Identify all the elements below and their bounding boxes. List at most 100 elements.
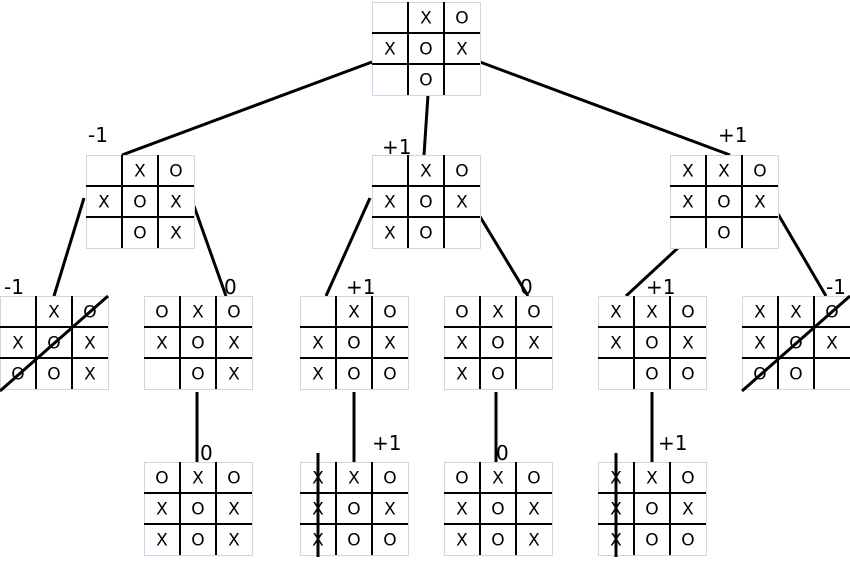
tree-edge — [192, 205, 228, 297]
board-border — [444, 296, 553, 390]
board-cell: X — [456, 193, 468, 213]
board-cell: X — [646, 469, 658, 489]
board-cell: X — [646, 303, 658, 323]
board-cell: X — [156, 334, 168, 354]
board-cell: X — [228, 334, 240, 354]
board-cell: X — [456, 40, 468, 60]
board-cell: X — [348, 469, 360, 489]
board-cell: O — [527, 469, 540, 489]
board-border — [86, 155, 195, 249]
board-cell: O — [347, 500, 360, 520]
board-cell: O — [383, 365, 396, 385]
board-border — [372, 155, 481, 249]
board-cell: X — [384, 224, 396, 244]
board-cell: X — [528, 334, 540, 354]
board-cell: X — [456, 531, 468, 551]
board-a1: XOXOXOOX — [0, 294, 109, 393]
board-cell: O — [491, 500, 504, 520]
win-line — [0, 294, 109, 393]
board-cell: X — [348, 303, 360, 323]
board-cell: O — [133, 193, 146, 213]
board-cell: O — [717, 224, 730, 244]
board-cell: X — [312, 334, 324, 354]
board-cell: X — [228, 531, 240, 551]
board-cell: X — [384, 193, 396, 213]
tree-edge — [479, 60, 731, 157]
tree-edge — [121, 60, 373, 157]
tree-edge — [474, 209, 530, 297]
score-label: 0 — [496, 441, 509, 465]
board-cell: X — [682, 162, 694, 182]
board-cell: X — [170, 224, 182, 244]
board-cell: X — [134, 162, 146, 182]
board-cell: X — [192, 303, 204, 323]
score-label: +1 — [372, 431, 401, 455]
board-cell: O — [169, 162, 182, 182]
board-border — [598, 296, 707, 390]
board-cell: X — [754, 303, 766, 323]
score-label: +1 — [718, 123, 747, 147]
score-label: 0 — [224, 275, 237, 299]
board-cell: X — [456, 500, 468, 520]
board-cell: O — [455, 469, 468, 489]
board-cell: O — [191, 500, 204, 520]
tree-edge — [52, 197, 86, 297]
board-cell: O — [455, 9, 468, 29]
board-border — [300, 296, 409, 390]
board-cell: X — [610, 303, 622, 323]
board-b1x: XXOXOXXOO — [300, 453, 409, 557]
board-cell: O — [681, 469, 694, 489]
board-cell: O — [681, 365, 694, 385]
board-cell: X — [12, 334, 24, 354]
board-cell: O — [681, 303, 694, 323]
score-label: 0 — [200, 441, 213, 465]
board-cell: O — [419, 40, 432, 60]
board-cell: O — [191, 531, 204, 551]
score-label: +1 — [382, 135, 411, 159]
board-cell: X — [754, 193, 766, 213]
score-label: -1 — [4, 275, 24, 299]
board-cell: O — [527, 303, 540, 323]
win-line — [741, 294, 850, 393]
score-label: +1 — [346, 275, 375, 299]
board-cell: O — [419, 193, 432, 213]
score-label: +1 — [646, 275, 675, 299]
board-border — [144, 462, 253, 556]
board-cell: O — [491, 365, 504, 385]
board-cell: O — [717, 193, 730, 213]
board-cell: O — [645, 334, 658, 354]
board-cell: X — [228, 500, 240, 520]
score-label: -1 — [826, 275, 846, 299]
board-cell: X — [610, 334, 622, 354]
board-cell: X — [790, 303, 802, 323]
board-cell: O — [155, 303, 168, 323]
board-cell: X — [528, 500, 540, 520]
board-cell: X — [682, 334, 694, 354]
board-cell: O — [47, 365, 60, 385]
board-cell: O — [191, 334, 204, 354]
score-label: 0 — [520, 275, 533, 299]
board-cell: X — [528, 531, 540, 551]
board-cell: X — [84, 365, 96, 385]
board-cell: X — [384, 500, 396, 520]
board-cell: X — [492, 469, 504, 489]
board-border — [144, 296, 253, 390]
board-cell: O — [227, 469, 240, 489]
board-cell: O — [347, 334, 360, 354]
board-cell: O — [347, 365, 360, 385]
board-cell: O — [645, 531, 658, 551]
board-cell: O — [383, 531, 396, 551]
board-cell: X — [718, 162, 730, 182]
tree-edge — [324, 197, 372, 297]
score-label: +1 — [658, 431, 687, 455]
board-cell: X — [84, 334, 96, 354]
board-cell: X — [170, 193, 182, 213]
board-cell: X — [826, 334, 838, 354]
